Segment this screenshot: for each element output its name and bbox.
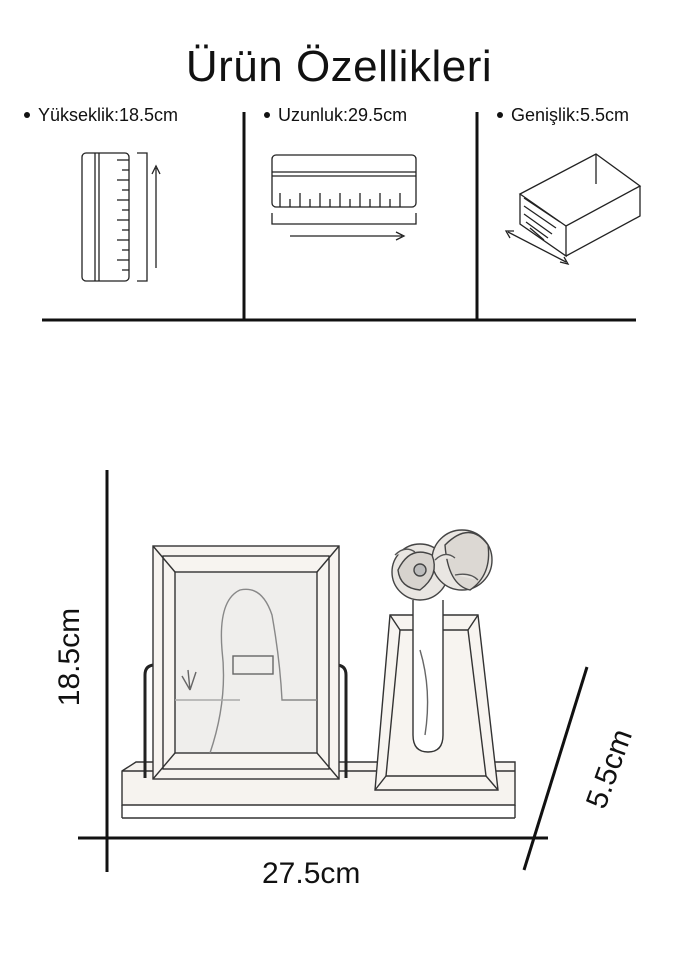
bullet-icon [497,112,503,119]
spec-length: Uzunluk:29.5cm [264,105,407,126]
ruler-vertical-icon [81,152,161,282]
box-depth-icon [504,153,642,266]
spec-length-label: Uzunluk:29.5cm [278,105,408,125]
bullet-icon [264,112,270,119]
spec-width-label: Genişlik:5.5cm [511,105,630,125]
dimension-width-label: 27.5cm [262,857,361,890]
spec-height-label: Yükseklik:18.5cm [38,105,179,125]
bullet-icon [24,112,30,119]
ruler-horizontal-icon [271,154,417,241]
dimension-lines [78,470,589,872]
spec-height: Yükseklik:18.5cm [24,105,178,126]
product-sketch [121,529,516,819]
spec-width: Genişlik:5.5cm [497,105,629,126]
page-title: Ürün Özellikleri [185,42,493,91]
flower-icon [391,529,493,601]
spec-dividers [42,112,636,322]
dimension-height-label: 18.5cm [53,607,86,707]
